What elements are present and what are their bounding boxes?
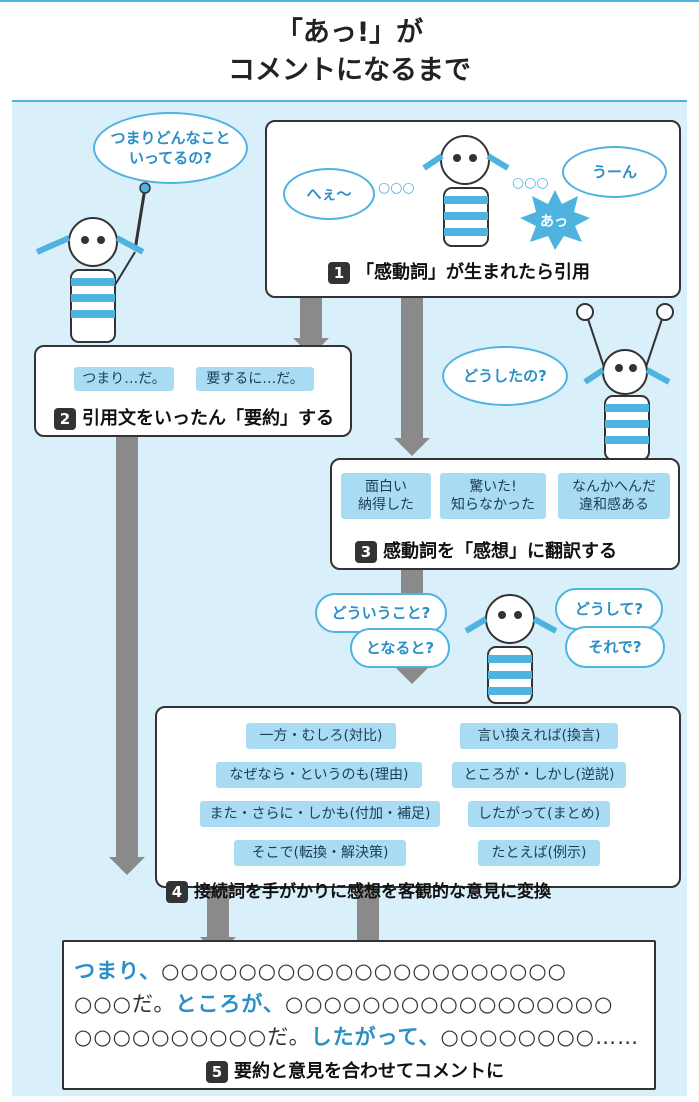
page-title: 「あっ!」が コメントになるまで [0,14,699,90]
step-4-chip-left-4: そこで(転換・解決策) [234,840,406,866]
bubble-doushite: どうして? [555,588,663,630]
step-5-number: 5 [206,1061,228,1083]
step-4-chip-right-2: ところが・しかし(逆説) [452,762,626,788]
step-2-text: 引用文をいったん「要約」する [82,408,334,429]
step-4-chip-right-1: 言い換えれば(換言) [460,723,618,749]
title-line-2: コメントになるまで [228,55,471,86]
arrow-4-to-5-right [357,885,379,945]
robot-center-icon [422,135,510,247]
comment-line-2-start: ○○○だ。 [74,992,176,1016]
arrow-2-to-5 [116,430,138,860]
arrow-4-to-5-left [207,885,229,940]
bubble-uun: うーん [562,146,667,198]
step-3-chip-1-line-1: 面白い [365,479,407,495]
step-4-number: 4 [166,881,188,903]
step-3-chip-2-line-1: 驚いた! [469,479,517,495]
arrow-head-1-to-3 [394,438,430,456]
step-3-chip-1-line-2: 納得した [358,497,414,513]
step-2-box [34,345,352,437]
step-4-chip-right-4: たとえば(例示) [478,840,600,866]
bubble-sorede: それで? [565,626,665,668]
comment-line-1: つまり、○○○○○○○○○○○○○○○○○○○○○ [74,955,567,985]
comment-line-1-rest: ○○○○○○○○○○○○○○○○○○○○○ [161,959,567,983]
step-2-caption: 2 引用文をいったん「要約」する [54,404,334,430]
step-3-chip-2-line-2: 知らなかった [451,497,535,513]
bubble-doushitano: どうしたの? [442,346,568,406]
step-5-caption: 5 要約と意見を合わせてコメントに [206,1057,504,1083]
bubble-hee: へぇ〜 [283,168,375,220]
step-3-chip-1: 面白い 納得した [341,473,431,519]
title-line-1: 「あっ!」が [275,17,424,48]
step-5-text: 要約と意見を合わせてコメントに [234,1061,504,1082]
robot-pointer-icon [35,182,151,343]
top-rule [0,0,699,2]
step-1-text: 「感動詞」が生まれたら引用 [356,262,590,283]
step-3-number: 3 [355,541,377,563]
arrow-1-to-2 [300,295,322,340]
step-3-chip-3: なんかへんだ 違和感ある [558,473,670,519]
robot-thinking-icon [464,594,558,704]
step-1-number: 1 [328,262,350,284]
step-5-box [62,940,656,1090]
arrow-head-3-to-4 [394,666,430,684]
robot-arms-up-icon [576,303,674,460]
step-4-chip-left-3: また・さらに・しかも(付加・補足) [200,801,440,827]
step-2-chip-2: 要するに…だ。 [196,367,314,391]
step-2-chip-1: つまり…だ。 [74,367,174,391]
bubble-tonaruto: となると? [350,628,450,668]
dots-right-icon: ○○○ [512,175,549,191]
step-3-chip-3-line-2: 違和感ある [579,497,649,513]
step-3-caption: 3 感動詞を「感想」に翻訳する [355,537,617,563]
comment-line-3-rest: ○○○○○○○○…… [440,1025,640,1049]
arrow-head-2-to-5 [109,857,145,875]
comment-tsumari: つまり、 [74,959,162,983]
step-3-chip-3-line-1: なんかへんだ [572,479,656,495]
dots-left-icon: ○○○ [378,180,415,196]
bubble-douiukoto: どういうこと? [315,593,447,633]
step-4-chip-right-3: したがって(まとめ) [468,801,610,827]
step-2-number: 2 [54,408,76,430]
comment-line-2: ○○○だ。ところが、○○○○○○○○○○○○○○○○○ [74,988,613,1018]
comment-tokoroga: ところが、 [175,992,285,1016]
comment-line-2-rest: ○○○○○○○○○○○○○○○○○ [284,992,614,1016]
bubble-top-left: つまりどんなこと いってるの? [93,112,248,184]
comment-line-3-start: ○○○○○○○○○○だ。 [74,1025,311,1049]
burst-icon [520,190,590,250]
step-4-chip-left-2: なぜなら・というのも(理由) [216,762,422,788]
step-4-text: 接続詞を手がかりに感想を客観的な意見に変換 [194,882,551,902]
step-3-text: 感動詞を「感想」に翻訳する [383,541,617,562]
arrow-1-to-3 [401,295,423,440]
step-3-chip-2: 驚いた! 知らなかった [440,473,546,519]
comment-shitagatte: したがって、 [310,1025,441,1049]
comment-line-3: ○○○○○○○○○○だ。したがって、○○○○○○○○…… [74,1021,639,1051]
step-4-caption: 4 接続詞を手がかりに感想を客観的な意見に変換 [166,877,551,903]
bubble-a: あっ [540,214,568,230]
step-4-chip-left-1: 一方・むしろ(対比) [246,723,396,749]
step-1-caption: 1 「感動詞」が生まれたら引用 [328,258,590,284]
